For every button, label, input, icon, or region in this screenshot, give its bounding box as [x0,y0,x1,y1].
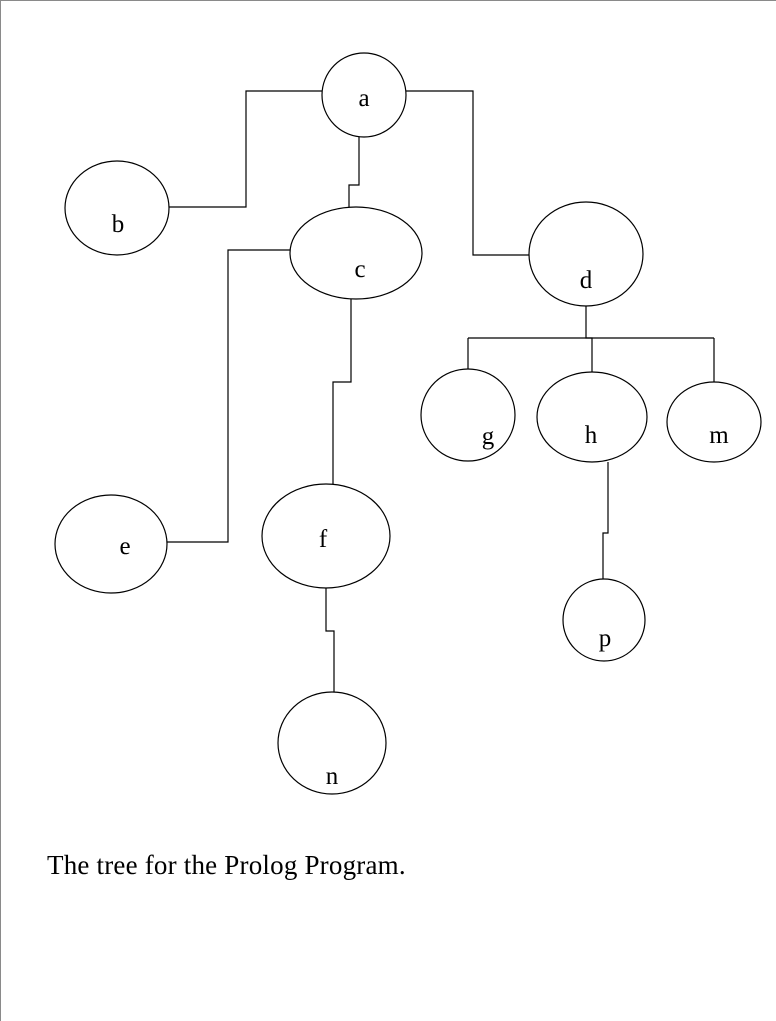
node-e-label: e [119,533,130,560]
node-d-label: d [580,267,593,294]
node-d-shape[interactable] [528,201,644,307]
node-c-label: c [354,256,365,283]
node-d[interactable]: d [528,201,644,307]
edge-a-d [406,90,529,256]
edge-a-b [169,90,322,208]
node-a-shape[interactable] [321,52,407,138]
node-b[interactable]: b [64,160,170,256]
edge-c-e [167,249,290,543]
node-p[interactable]: p [562,578,646,662]
node-a[interactable]: a [321,52,407,138]
node-f-label: f [319,526,328,553]
node-m-shape[interactable] [666,381,762,463]
node-b-label: b [112,211,125,238]
node-n-label: n [326,763,339,790]
node-h-shape[interactable] [536,371,648,463]
node-group: a b c d e f [54,52,762,795]
node-m-label: m [709,422,729,449]
node-c-shape[interactable] [289,206,423,300]
node-n-shape[interactable] [277,691,387,795]
edge-d-bus [585,306,593,372]
node-p-shape[interactable] [562,578,646,662]
node-b-shape[interactable] [64,160,170,256]
edge-c-f [332,299,352,485]
node-p-label: p [599,625,612,652]
edge-group [167,90,715,693]
node-f-shape[interactable] [261,483,391,589]
node-n[interactable]: n [277,691,387,795]
node-h[interactable]: h [536,371,648,463]
node-e-shape[interactable] [54,494,168,594]
node-c[interactable]: c [289,206,423,300]
node-m[interactable]: m [666,381,762,463]
diagram-caption: The tree for the Prolog Program. [47,850,406,880]
node-g[interactable]: g [420,368,516,462]
node-h-label: h [585,422,598,449]
node-e[interactable]: e [54,494,168,594]
node-f[interactable]: f [261,483,391,589]
node-g-shape[interactable] [420,368,516,462]
edge-f-n [325,588,335,693]
node-g-label: g [482,423,495,450]
edge-a-c [348,137,360,207]
node-a-label: a [358,85,369,112]
